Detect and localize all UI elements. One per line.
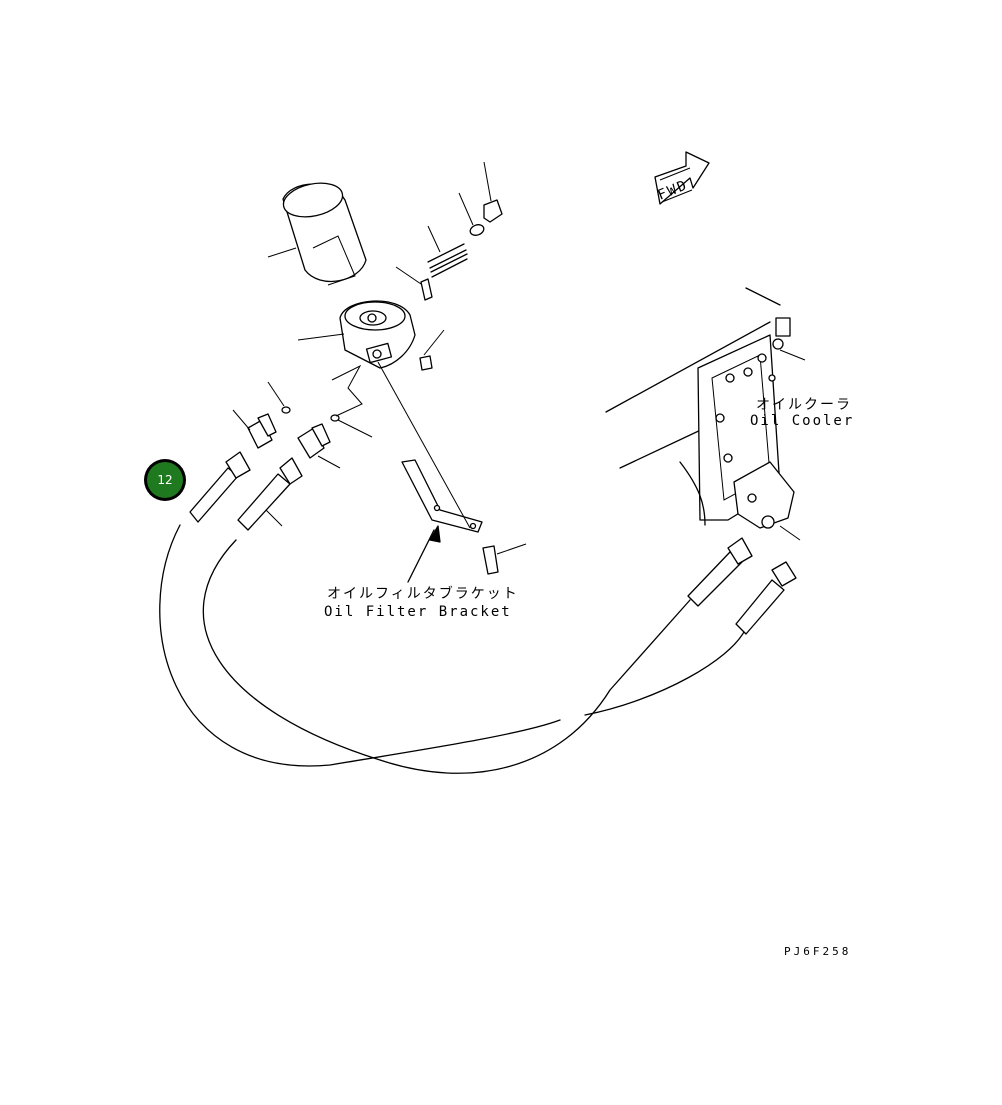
- callout-badge-number: 12: [157, 473, 172, 487]
- fittings: [232, 364, 373, 469]
- drawing-code: PJ6F258: [784, 945, 851, 958]
- callout-badge-fill: [147, 462, 183, 498]
- oil-filter-head: [297, 300, 416, 369]
- oil-filter-cartridge: [267, 182, 367, 286]
- oil-cooler-label-en: Oil Cooler: [750, 413, 854, 429]
- oil-filter-bracket-label-en: Oil Filter Bracket: [324, 604, 512, 620]
- oil-filter-bracket-label-jp: オイルフィルタブラケット: [327, 585, 519, 602]
- relief-valve-parts: [395, 161, 503, 301]
- engine-block: [605, 287, 806, 541]
- mount-bolt: [419, 329, 445, 371]
- oil-filter-bracket-label: オイルフィルタブラケット Oil Filter Bracket: [324, 585, 519, 620]
- hose-assemblies: [159, 451, 797, 774]
- oil-cooler-label-jp: オイルクーラ: [756, 397, 852, 413]
- callout-badge-12[interactable]: 12: [144, 459, 186, 501]
- fwd-arrow: FWD: [654, 151, 710, 205]
- oil-cooler-label: オイルクーラ Oil Cooler: [750, 397, 854, 429]
- oil-filter-bracket: [377, 361, 527, 583]
